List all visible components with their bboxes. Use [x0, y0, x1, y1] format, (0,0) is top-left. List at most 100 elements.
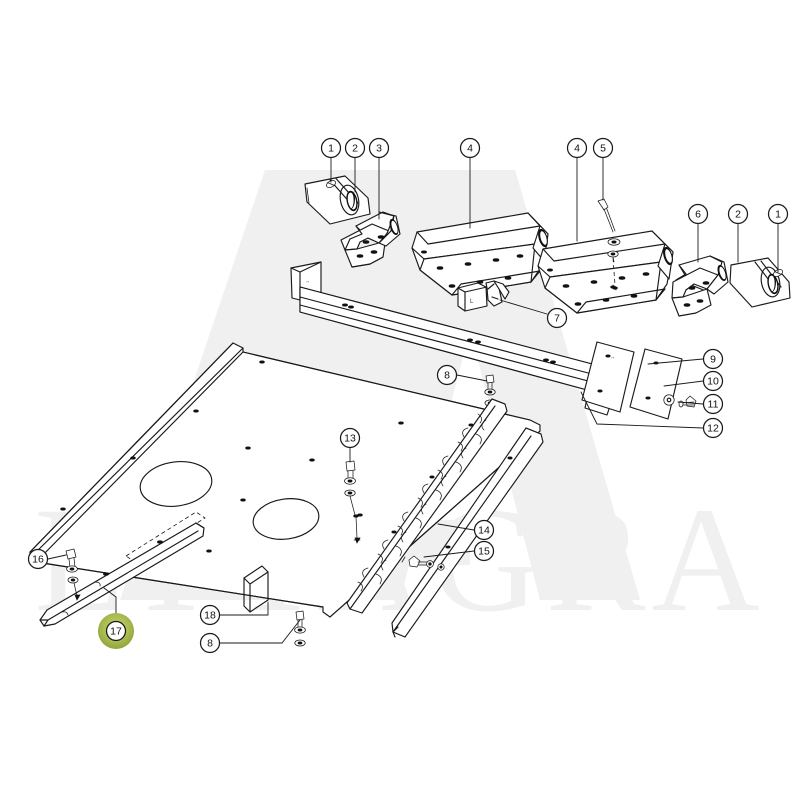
callout-circle[interactable]	[199, 604, 221, 626]
callout-circle[interactable]	[592, 137, 614, 159]
callout-label: 1	[775, 209, 781, 221]
callout-circle[interactable]	[702, 370, 724, 392]
callout-label: 1	[328, 143, 334, 155]
leader-line-12	[580, 391, 704, 429]
part-1-pin-right	[772, 269, 784, 277]
part-15-bolt-washer-nut	[401, 555, 445, 571]
callout-label: 8	[207, 638, 213, 650]
callout-circle[interactable]	[767, 203, 789, 225]
callout-14[interactable]: 14	[473, 519, 495, 541]
callout-label: 3	[376, 143, 382, 155]
part-6-end-shield-right	[671, 255, 729, 317]
callout-1[interactable]: 1	[767, 203, 789, 225]
callout-circle[interactable]	[473, 519, 495, 541]
callout-circle[interactable]	[436, 364, 458, 386]
part-11-bolt	[678, 395, 697, 408]
callout-3[interactable]: 3	[368, 137, 390, 159]
part-16-bolt-washer-nut	[65, 548, 81, 601]
callout-15[interactable]: 15	[473, 540, 495, 562]
callout-leader-lines	[47, 157, 779, 644]
part-17-side-strip-rail	[39, 522, 205, 627]
callout-circle[interactable]	[727, 203, 749, 225]
part-14-rail-secondary	[391, 427, 544, 638]
part-7-small-bracket: L	[457, 280, 510, 312]
callout-9[interactable]: 9	[702, 348, 724, 370]
svg-text:᠃: ᠃	[610, 356, 614, 362]
callout-label: 12	[707, 423, 719, 435]
callout-4[interactable]: 4	[566, 137, 588, 159]
callout-circle[interactable]	[344, 137, 366, 159]
callout-label: 4	[467, 143, 473, 155]
callout-11[interactable]: 11	[702, 393, 724, 415]
callout-18[interactable]: 18	[199, 604, 221, 626]
part-12-mounting-plate	[629, 348, 683, 420]
callout-circle[interactable]	[368, 137, 390, 159]
part-13-bolt-washer-nut	[344, 460, 361, 544]
callout-8[interactable]: 8	[199, 632, 221, 654]
callout-10[interactable]: 10	[702, 370, 724, 392]
part-5-bolt-washer-nut	[597, 198, 621, 291]
callout-label: 8	[444, 370, 450, 382]
callout-label: 9	[710, 354, 716, 366]
part-10-washer	[663, 394, 675, 406]
callout-4[interactable]: 4	[459, 137, 481, 159]
callout-label: 5	[600, 143, 606, 155]
leader-line-9	[647, 358, 704, 365]
callout-circle[interactable]	[702, 348, 724, 370]
leader-line-8	[219, 619, 301, 644]
leader-line-16	[47, 554, 67, 560]
callout-12[interactable]: 12	[702, 417, 724, 439]
leader-line-14	[437, 523, 475, 531]
callout-label: 6	[695, 209, 701, 221]
part-2-roller-cylinder-left	[304, 175, 371, 225]
callout-label: 11	[708, 399, 719, 411]
callout-6[interactable]: 6	[687, 203, 709, 225]
callout-circle[interactable]	[702, 393, 724, 415]
callout-1[interactable]: 1	[320, 137, 342, 159]
leader-line-11	[677, 401, 704, 405]
part-1-pin-left	[325, 180, 337, 188]
svg-text:᠃: ᠃	[305, 280, 309, 286]
part-4-curved-shield-a	[411, 212, 549, 296]
callout-circle[interactable]	[27, 548, 49, 570]
leader-line-15	[423, 550, 475, 558]
callout-circle[interactable]	[473, 540, 495, 562]
callout-label: 14	[478, 525, 490, 537]
callout-13[interactable]: 13	[339, 427, 361, 449]
callout-label: 15	[478, 546, 490, 558]
callout-circle[interactable]	[199, 632, 221, 654]
callout-circle[interactable]	[339, 427, 361, 449]
callout-label: 18	[204, 610, 216, 622]
callout-circle[interactable]	[459, 137, 481, 159]
callout-17-highlighted[interactable]: 17	[98, 613, 134, 649]
callout-circle[interactable]	[702, 417, 724, 439]
callout-label: 10	[707, 376, 719, 388]
part-3-end-shield-left	[340, 211, 401, 268]
callout-circle[interactable]	[566, 137, 588, 159]
callout-label: 13	[344, 433, 356, 445]
callout-circle[interactable]	[687, 203, 709, 225]
callout-2[interactable]: 2	[727, 203, 749, 225]
callout-circle[interactable]	[105, 620, 127, 642]
callout-label: 16	[32, 554, 44, 566]
leader-line-18	[219, 601, 269, 616]
svg-text:L: L	[470, 299, 474, 305]
callout-circle[interactable]	[320, 137, 342, 159]
callout-label: 17	[110, 626, 122, 638]
callout-7[interactable]: 7	[546, 307, 568, 329]
callout-label: 2	[735, 209, 741, 221]
part-4-curved-shield-b	[537, 230, 674, 314]
part-9-mounting-plate: ᠃	[581, 341, 635, 413]
callout-16[interactable]: 16	[27, 548, 49, 570]
leader-line-10	[663, 380, 704, 387]
callout-8[interactable]: 8	[436, 364, 458, 386]
part-8-bolt-washer-nut-lower	[294, 610, 306, 647]
leader-line-7	[499, 299, 548, 315]
callout-circle[interactable]	[546, 307, 568, 329]
part-2-roller-cylinder-right	[729, 257, 791, 308]
callout-5[interactable]: 5	[592, 137, 614, 159]
callout-label: 2	[352, 143, 358, 155]
callout-2[interactable]: 2	[344, 137, 366, 159]
